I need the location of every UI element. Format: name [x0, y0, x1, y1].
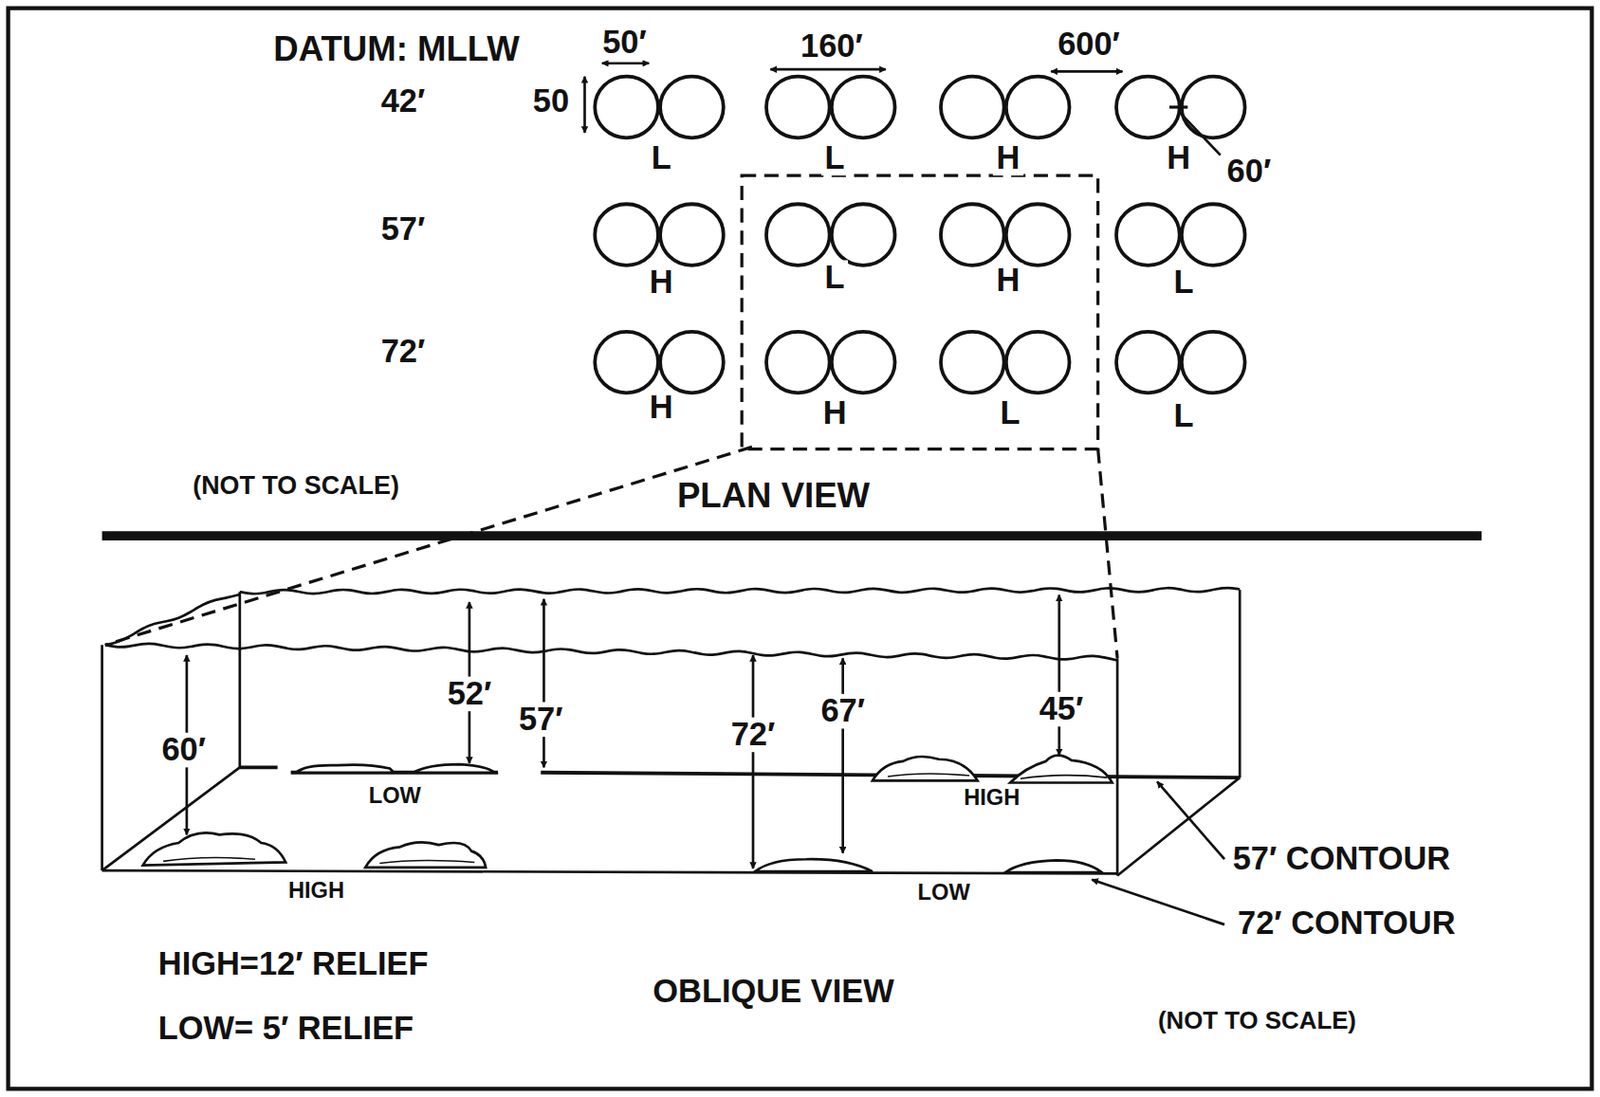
label: 57′ [515, 702, 567, 737]
label: 67′ [817, 694, 868, 729]
label: 72′ [727, 717, 778, 753]
reef-rocks [143, 755, 1113, 874]
label: 60′ [1223, 154, 1274, 189]
label: 42′ [377, 85, 428, 120]
reef-circle [766, 331, 830, 394]
reef-circle [594, 203, 659, 266]
label: PLAN VIEW [674, 478, 874, 515]
label: 60′ [158, 733, 209, 768]
label: 160′ [797, 29, 866, 64]
reef-circle [940, 331, 1005, 394]
label: LOW= 5′ RELIEF [155, 1011, 418, 1047]
zoom-lines [105, 175, 1118, 659]
label: L [996, 396, 1023, 431]
frame [8, 8, 1593, 1090]
label: 57′ CONTOUR [1229, 842, 1453, 877]
reef-circle [831, 203, 896, 266]
water-line [239, 588, 1240, 594]
reef-circle [1181, 203, 1246, 266]
water-line [105, 594, 240, 645]
reef-circle [1006, 331, 1070, 394]
label: H [993, 263, 1023, 298]
label: L [1170, 399, 1196, 434]
label: DATUM: MLLW [270, 30, 523, 67]
divider [102, 531, 1483, 541]
reef-circles [594, 76, 1245, 394]
label: LOW [366, 784, 425, 809]
label: H [646, 390, 677, 425]
reef-circle [1181, 76, 1246, 139]
reef-circle [1116, 331, 1180, 394]
reef-circle [940, 203, 1005, 266]
reef-circle [1006, 203, 1070, 266]
reef-circle [594, 331, 659, 394]
label: H [1163, 141, 1194, 176]
label: 52′ [443, 677, 495, 712]
reef-circle [831, 331, 896, 394]
label: 50′ [599, 25, 650, 60]
label: HIGH [960, 786, 1024, 810]
label: H [819, 396, 849, 431]
label: 50 [530, 85, 573, 120]
label: L [821, 260, 847, 295]
label: L [821, 141, 847, 176]
label: L [647, 141, 674, 176]
rock-shading [163, 773, 1107, 864]
label: (NOT TO SCALE) [1155, 1008, 1360, 1034]
water-surface [105, 588, 1240, 661]
label: LOW [914, 881, 974, 905]
label: H [646, 265, 677, 300]
label: L [1170, 265, 1196, 300]
label: (NOT TO SCALE) [189, 471, 403, 498]
reef-circle [1181, 331, 1246, 394]
label: 57′ [377, 212, 428, 247]
oblique-box [102, 589, 1241, 876]
depth-arrows [186, 594, 1225, 925]
label: OBLIQUE VIEW [649, 974, 898, 1010]
label: 45′ [1035, 692, 1086, 727]
reef-circle [831, 76, 896, 139]
reef-circle [940, 76, 1005, 139]
label: HIGH [285, 879, 349, 903]
label: HIGH=12′ RELIEF [155, 947, 432, 982]
reef-circle [660, 203, 724, 266]
reef-circle [660, 76, 724, 139]
reef-circle [766, 76, 830, 139]
label: 72′ CONTOUR [1234, 906, 1459, 941]
label: 72′ [377, 334, 428, 369]
water-line [105, 643, 1118, 662]
reef-circle [1006, 76, 1070, 139]
reef-circle [766, 203, 830, 266]
label: H [993, 141, 1023, 176]
dimension-lines [584, 63, 1220, 156]
label: 600′ [1054, 27, 1123, 62]
reef-circle [660, 331, 724, 394]
reef-circle [1116, 203, 1180, 266]
reef-circle [594, 76, 659, 139]
